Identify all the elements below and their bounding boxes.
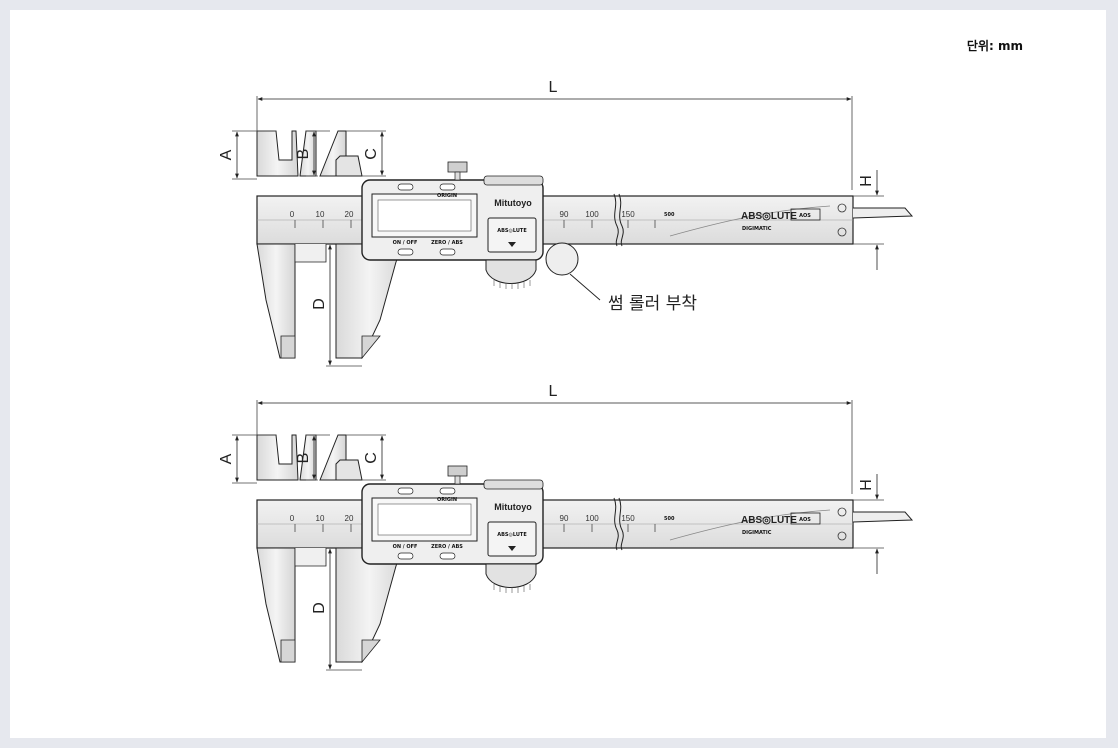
down-arrow-icon (508, 242, 516, 247)
dimension-A-label: A (218, 149, 235, 160)
scale-label-100: 100 (585, 514, 599, 523)
scale-label-150: 150 (621, 514, 635, 523)
dimension-B-label: B (295, 453, 312, 464)
beam-sub: DIGIMATIC (742, 530, 772, 536)
down-arrow-icon (508, 546, 516, 551)
dimension-D: D (311, 548, 362, 671)
on-off-button-label: ON / OFF (393, 240, 418, 246)
caliper-with-thumb-roller: L 0 10 20 90 100 150 500 ABS◎LUTE (218, 79, 914, 367)
scale-label-90: 90 (560, 210, 569, 219)
scale-label-10: 10 (316, 514, 325, 523)
dimension-L: L (256, 383, 853, 494)
dimension-C: C (346, 130, 386, 177)
origin-button-label: ORIGIN (437, 193, 457, 199)
dimension-H: H (853, 170, 884, 270)
scale-label-150: 150 (621, 210, 635, 219)
dimension-D-label: D (311, 298, 328, 310)
model-code: 500 (664, 516, 675, 522)
dimension-A: A (218, 434, 276, 484)
diagram-frame (10, 10, 1106, 738)
model-code: 500 (664, 212, 675, 218)
on-off-button-label: ON / OFF (393, 544, 418, 550)
dimension-H: H (853, 474, 884, 574)
dimension-B: B (295, 130, 330, 177)
dimension-C-label: C (363, 452, 380, 464)
scale-label-0: 0 (290, 514, 295, 523)
lock-screw-icon (447, 161, 468, 173)
dimension-B-label: B (295, 149, 312, 160)
thumb-roller-callout: 썸 롤러 부착 (608, 294, 697, 314)
scale-label-0: 0 (290, 210, 295, 219)
dimension-D-label: D (311, 602, 328, 614)
zero-abs-button-label: ZERO / ABS (431, 544, 463, 550)
dimension-C: C (346, 434, 386, 481)
scale-label-20: 20 (345, 514, 354, 523)
beam-sub: DIGIMATIC (742, 226, 772, 232)
head-badge: ABS◎LUTE (497, 228, 527, 234)
scale-label-100: 100 (585, 210, 599, 219)
beam-logo: ABS◎LUTE (741, 515, 797, 526)
dimension-H-label: H (858, 175, 875, 187)
beam-logo: ABS◎LUTE (741, 211, 797, 222)
zero-abs-button-label: ZERO / ABS (431, 240, 463, 246)
scale-label-90: 90 (560, 514, 569, 523)
dimension-A: A (218, 130, 276, 180)
scale-label-10: 10 (316, 210, 325, 219)
dimension-C-label: C (363, 148, 380, 160)
dimension-A-label: A (218, 453, 235, 464)
unit-label: 단위: mm (967, 38, 1023, 53)
dimension-L-label: L (549, 383, 558, 400)
scale-label-20: 20 (345, 210, 354, 219)
lock-screw-icon (447, 465, 468, 477)
dimension-L: L (256, 79, 853, 190)
beam-badge: AOS (799, 213, 811, 219)
dimension-D: D (311, 244, 362, 367)
head-badge: ABS◎LUTE (497, 532, 527, 538)
brand-label: Mitutoyo (494, 502, 532, 512)
caliper-without-thumb-roller: L 0 10 20 90 100 150 500 ABS◎LUTE AOS DI… (218, 383, 914, 671)
brand-label: Mitutoyo (494, 198, 532, 208)
dimension-B: B (295, 434, 330, 481)
beam-badge: AOS (799, 517, 811, 523)
dimension-L-label: L (549, 79, 558, 96)
dimension-H-label: H (858, 479, 875, 491)
thumb-roller (545, 242, 579, 276)
origin-button-label: ORIGIN (437, 497, 457, 503)
